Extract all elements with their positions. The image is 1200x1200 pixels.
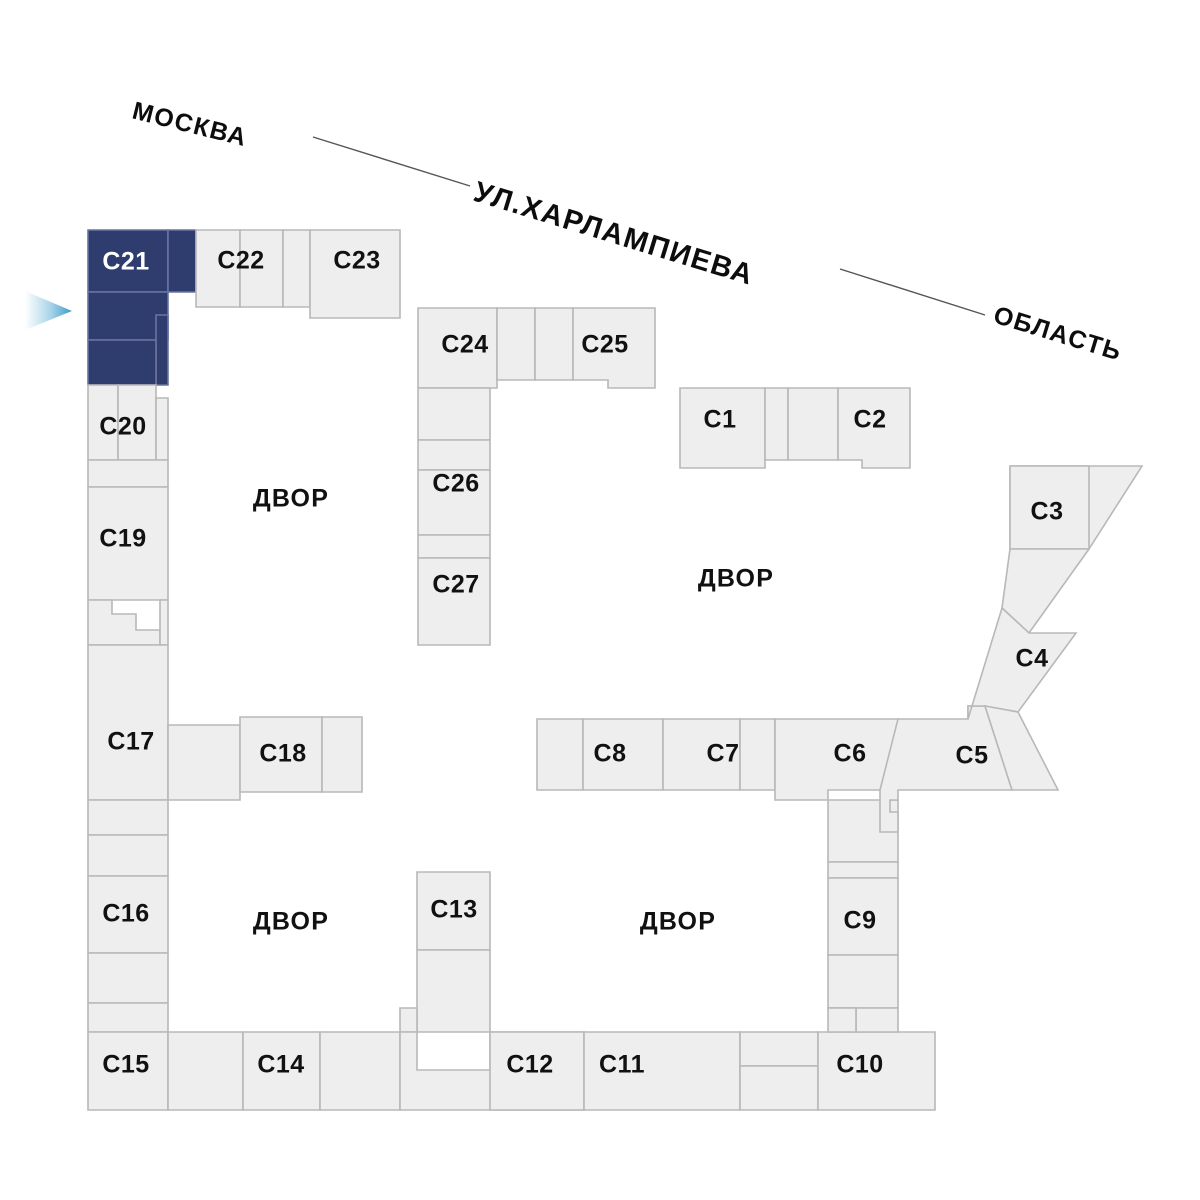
unit-label-C27: C27 <box>432 571 479 599</box>
unit-block-west-fill-3[interactable] <box>87 952 169 1004</box>
unit-block-C20-base[interactable] <box>87 459 169 488</box>
unit-block-C24-b[interactable] <box>496 307 536 381</box>
unit-block-south-fill-2[interactable] <box>319 1031 401 1111</box>
unit-block-C21-band-2[interactable] <box>87 339 157 386</box>
unit-block-south-fill-3[interactable] <box>739 1031 819 1067</box>
unit-label-C10: C10 <box>836 1051 883 1079</box>
direction-label-oblast-text: ОБЛАСТЬ <box>990 301 1125 367</box>
unit-label-C23: C23 <box>333 247 380 275</box>
unit-block-C2-a[interactable] <box>787 387 839 461</box>
unit-block-C13-b[interactable] <box>416 949 491 1033</box>
unit-label-C26: C26 <box>432 470 479 498</box>
unit-block-C1-b[interactable] <box>764 387 789 461</box>
unit-label-C6: C6 <box>834 740 867 768</box>
unit-label-C11: C11 <box>599 1051 645 1079</box>
unit-block-C25-a[interactable] <box>534 307 574 381</box>
unit-block-south-fill-4[interactable] <box>739 1065 819 1111</box>
unit-block-C17-ext[interactable] <box>167 724 241 801</box>
unit-block-west-fill-4[interactable] <box>87 1002 169 1033</box>
unit-block-C9-gap[interactable] <box>827 861 899 879</box>
unit-block-C9-b[interactable] <box>827 954 899 1009</box>
leader-line-moscow <box>312 136 471 187</box>
unit-block-C17[interactable] <box>87 644 169 801</box>
unit-block-C25[interactable] <box>572 307 656 389</box>
unit-label-C25: C25 <box>581 331 628 359</box>
unit-label-C9: C9 <box>844 907 877 935</box>
unit-label-C21: C21 <box>102 248 149 276</box>
stair-band-west-edge <box>159 599 169 646</box>
unit-block-C26-a[interactable] <box>417 387 491 441</box>
unit-label-C18: C18 <box>259 740 306 768</box>
unit-block-C22-c[interactable] <box>282 229 311 308</box>
unit-label-C1: C1 <box>704 406 737 434</box>
stair-band-west <box>87 599 161 646</box>
yard-label-se: ДВОР <box>640 908 716 936</box>
entrance-arrow-icon <box>25 291 72 330</box>
unit-label-C8: C8 <box>594 740 627 768</box>
unit-label-C20: C20 <box>99 413 146 441</box>
unit-label-C16: C16 <box>102 900 149 928</box>
unit-block-C18-b[interactable] <box>321 716 363 793</box>
unit-block-C7-b[interactable] <box>739 718 776 791</box>
unit-label-C3: C3 <box>1031 498 1064 526</box>
unit-block-C8-a[interactable] <box>536 718 584 791</box>
unit-block-C1[interactable] <box>679 387 766 469</box>
unit-label-C2: C2 <box>854 406 887 434</box>
unit-block-C24[interactable] <box>417 307 498 389</box>
unit-block-C13-notch[interactable] <box>399 1007 418 1033</box>
leader-line-oblast <box>839 268 986 316</box>
unit-block-west-fill-2[interactable] <box>87 834 169 877</box>
label-oblast: ОБЛАСТЬ <box>990 301 1125 367</box>
unit-label-C22: C22 <box>217 247 264 275</box>
unit-label-C4: C4 <box>1016 645 1049 673</box>
direction-label-moscow-text: МОСКВА <box>130 97 251 153</box>
unit-label-C24: C24 <box>441 331 488 359</box>
unit-block-west-fill-1[interactable] <box>87 799 169 836</box>
unit-label-C13: C13 <box>430 896 477 924</box>
yard-label-ne: ДВОР <box>698 565 774 593</box>
unit-block-C20-notch[interactable] <box>155 397 169 461</box>
unit-label-C15: C15 <box>102 1051 149 1079</box>
unit-label-C5: C5 <box>956 742 989 770</box>
label-moscow: МОСКВА <box>130 97 251 153</box>
street-label-kharlampieva-text: УЛ.ХАРЛАМПИЕВА <box>470 176 758 292</box>
label-kharlampieva: УЛ.ХАРЛАМПИЕВА <box>470 176 758 292</box>
unit-block-C9-foot-notch[interactable] <box>827 1007 857 1033</box>
unit-block-C26-b[interactable] <box>417 439 491 471</box>
yard-label-sw: ДВОР <box>253 908 329 936</box>
unit-label-C7: C7 <box>707 740 740 768</box>
unit-block-C21-spur[interactable] <box>167 229 197 293</box>
unit-label-C19: C19 <box>99 525 146 553</box>
unit-label-C17: C17 <box>107 728 154 756</box>
unit-block-C5-wedge[interactable] <box>983 704 1060 791</box>
unit-block-C27[interactable] <box>417 557 491 646</box>
unit-label-C12: C12 <box>506 1051 553 1079</box>
unit-block-south-fill-1[interactable] <box>167 1031 244 1111</box>
unit-block-C21-strip[interactable] <box>155 314 169 386</box>
unit-block-C2[interactable] <box>837 387 911 469</box>
yard-label-nw: ДВОР <box>253 485 329 513</box>
unit-label-C14: C14 <box>257 1051 304 1079</box>
unit-block-C27-a[interactable] <box>417 534 491 559</box>
unit-block-C23[interactable] <box>309 229 401 319</box>
